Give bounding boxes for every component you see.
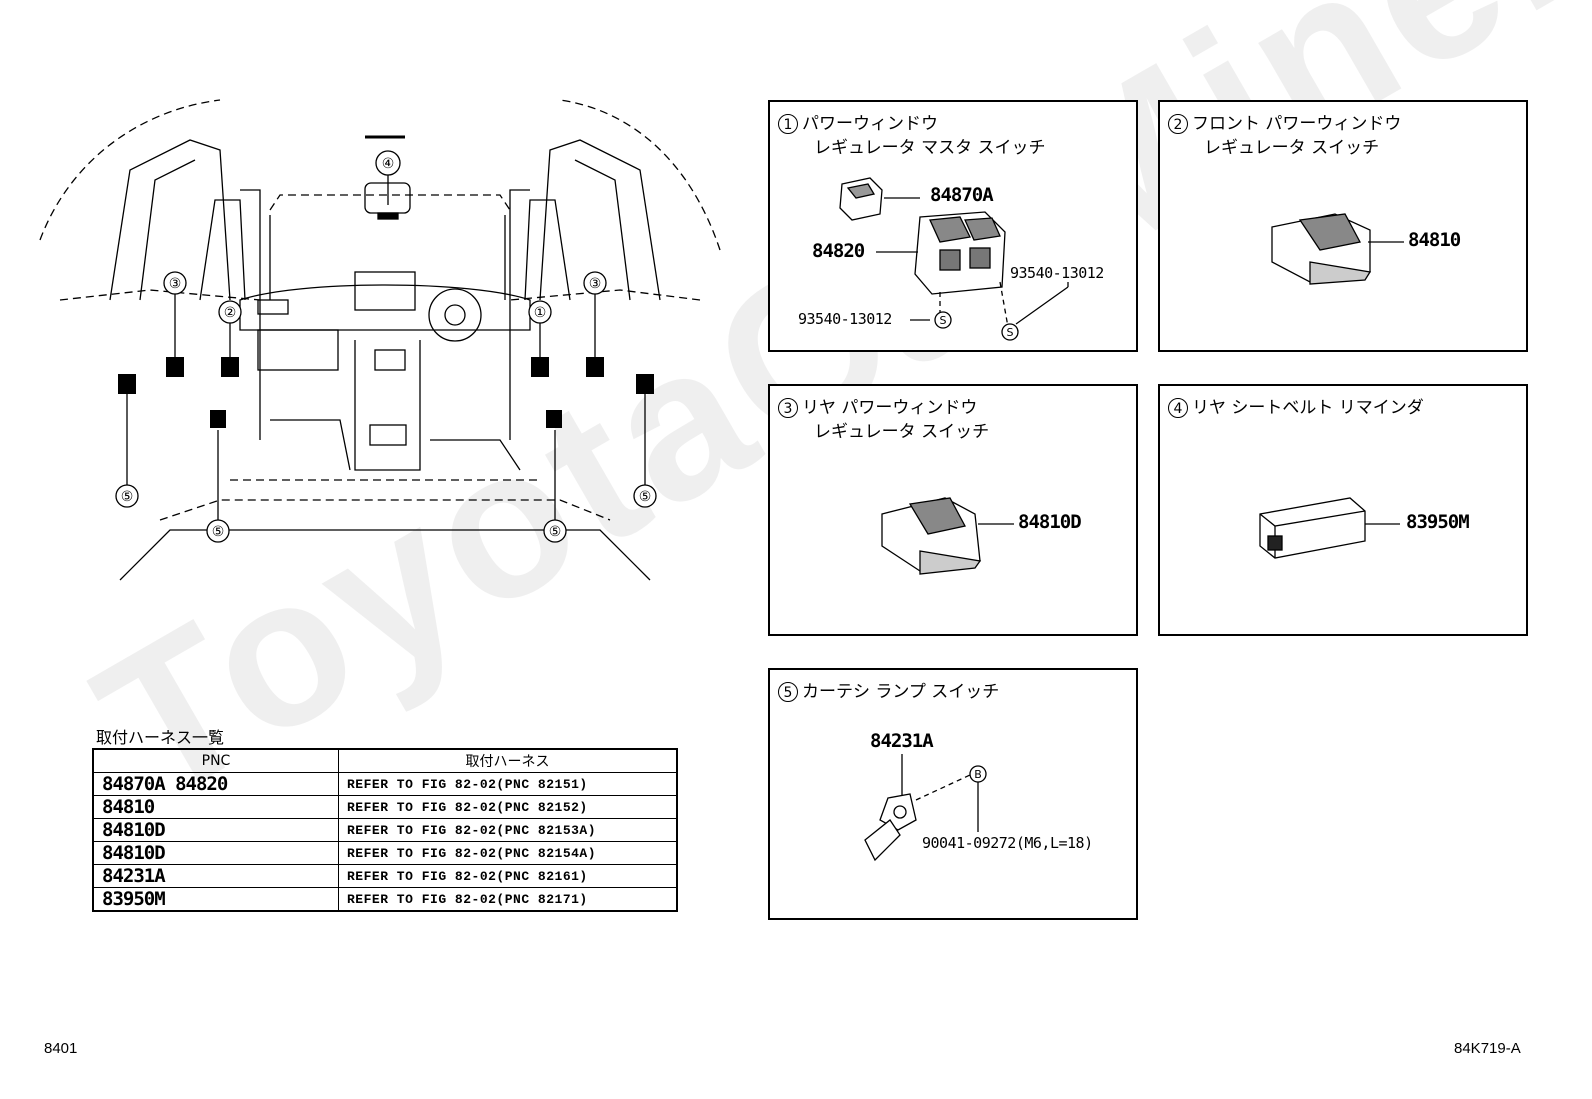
pnc-cell: 83950M <box>92 887 339 912</box>
screw-symbol: S <box>1007 326 1014 339</box>
location-marker <box>636 374 654 394</box>
switch-location-markers <box>118 357 654 428</box>
panel-number: 1 <box>778 114 798 134</box>
callout-label: ① <box>534 305 547 321</box>
harness-cell: REFER TO FIG 82-02(PNC 82161) <box>338 864 678 888</box>
callout-label: ⑤ <box>212 524 225 540</box>
harness-cell: REFER TO FIG 82-02(PNC 82154A) <box>338 841 678 865</box>
location-marker <box>221 357 239 377</box>
harness-table-title: 取付ハーネス一覧 <box>96 728 225 747</box>
part-number: 84231A <box>870 730 934 752</box>
callout-label: ⑤ <box>121 489 134 505</box>
panel-title-line1: リヤ シートベルト リマインダ <box>1192 398 1424 418</box>
panel-number: 4 <box>1168 398 1188 418</box>
footer-page-code: 8401 <box>44 1040 78 1057</box>
footer-figure-code: 84K719-A <box>1454 1040 1521 1057</box>
front-switch-illustration <box>1271 213 1404 285</box>
callout-label: ⑤ <box>639 489 652 505</box>
master-switch-illustration: S S <box>839 177 1069 341</box>
panel-title-line1: パワーウィンドウ <box>802 114 938 134</box>
part-number: 84820 <box>812 240 865 262</box>
seatbelt-reminder-illustration <box>1259 497 1400 559</box>
panel-title-line2: レギュレータ マスタ スイッチ <box>814 138 1046 158</box>
courtesy-switch-illustration: B <box>864 754 987 862</box>
bolt-symbol: B <box>974 768 982 781</box>
screw-symbol: S <box>940 314 947 327</box>
panel-title-line1: カーテシ ランプ スイッチ <box>802 682 1000 702</box>
panel-number: 2 <box>1168 114 1188 134</box>
rear-switch-illustration <box>881 497 1014 575</box>
callout-label: ⑤ <box>549 524 562 540</box>
harness-cell: REFER TO FIG 82-02(PNC 82153A) <box>338 818 678 842</box>
column-header: 取付ハーネス <box>338 748 678 773</box>
harness-cell: REFER TO FIG 82-02(PNC 82171) <box>338 887 678 912</box>
harness-cell: REFER TO FIG 82-02(PNC 82151) <box>338 772 678 796</box>
part-number: 83950M <box>1406 511 1470 533</box>
column-header: PNC <box>92 748 339 773</box>
callout-label: ② <box>224 305 237 321</box>
panel-title-line2: レギュレータ スイッチ <box>1204 138 1380 158</box>
panel-title-line2: レギュレータ スイッチ <box>814 422 990 442</box>
location-marker <box>586 357 604 377</box>
callout-circles <box>115 150 657 543</box>
location-marker <box>546 410 562 428</box>
location-marker <box>118 374 136 394</box>
part-number: 84870A <box>930 184 994 206</box>
vehicle-overview-diagram: ③ ② ① ③ ④ ⑤ ⑤ ⑤ ⑤ <box>39 99 721 581</box>
pnc-cell: 84810D <box>92 841 339 865</box>
part-number: 93540-13012 <box>798 310 892 328</box>
location-marker <box>531 357 549 377</box>
part-number: 90041-09272(M6,L=18) <box>922 834 1093 852</box>
panel-title-line1: リヤ パワーウィンドウ <box>802 398 978 418</box>
pnc-cell: 84810D <box>92 818 339 842</box>
pnc-cell: 84870A 84820 <box>92 772 339 796</box>
harness-cell: REFER TO FIG 82-02(PNC 82152) <box>338 795 678 819</box>
pnc-cell: 84231A <box>92 864 339 888</box>
part-number: 84810D <box>1018 511 1082 533</box>
location-marker <box>210 410 226 428</box>
callout-label: ④ <box>382 156 395 172</box>
pnc-cell: 84810 <box>92 795 339 819</box>
part-number: 84810 <box>1408 229 1461 251</box>
panel-number: 5 <box>778 682 798 702</box>
panel-title-line1: フロント パワーウィンドウ <box>1192 114 1402 134</box>
callout-label: ③ <box>169 276 182 292</box>
callout-label: ③ <box>589 276 602 292</box>
panel-number: 3 <box>778 398 798 418</box>
location-marker <box>166 357 184 377</box>
part-number: 93540-13012 <box>1010 264 1104 282</box>
